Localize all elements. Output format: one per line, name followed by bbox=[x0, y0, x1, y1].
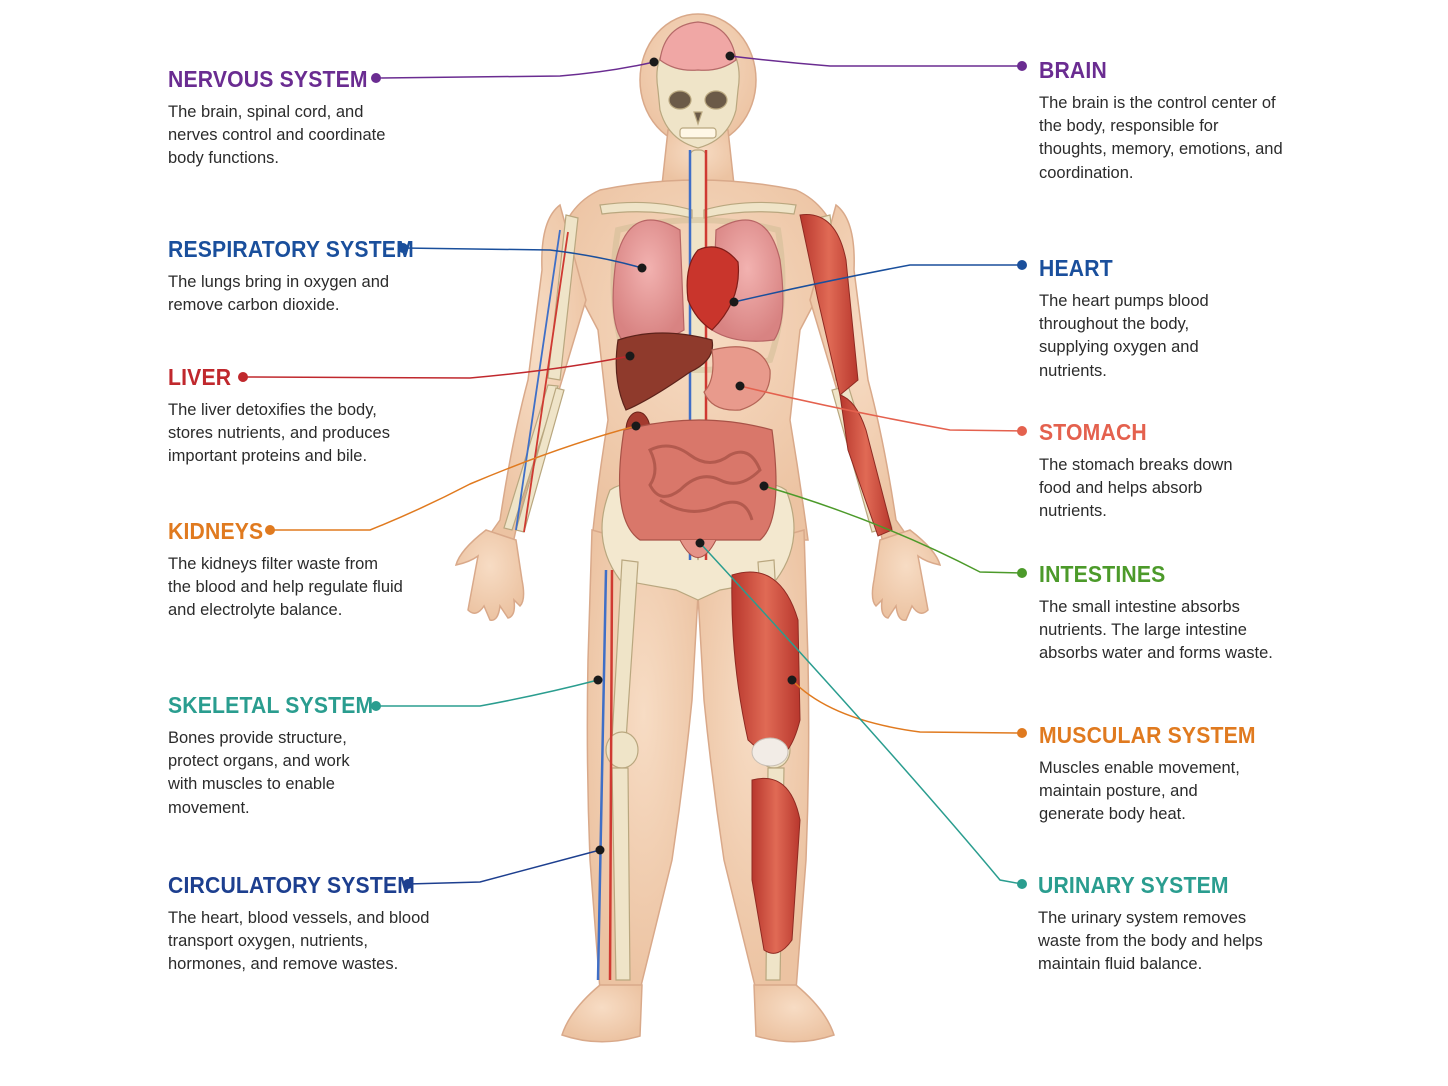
dot-heart-label bbox=[1017, 260, 1027, 270]
dot-skeletal-label bbox=[371, 701, 381, 711]
leader-respiratory bbox=[402, 247, 643, 269]
muscles bbox=[731, 214, 893, 954]
dot-skeletal-target bbox=[593, 675, 603, 685]
label-muscular-system: MUSCULAR SYSTEM Muscles enable movement,… bbox=[1039, 722, 1339, 827]
label-heart: HEART The heart pumps blood throughout t… bbox=[1039, 255, 1339, 383]
dot-brain-target bbox=[725, 51, 735, 61]
leader-intestines bbox=[763, 485, 1023, 574]
lungs bbox=[612, 219, 784, 342]
label-brain: BRAIN The brain is the control center of… bbox=[1039, 57, 1339, 185]
label-stomach: STOMACH The stomach breaks down food and… bbox=[1039, 419, 1339, 524]
stomach-organ bbox=[703, 346, 771, 411]
dot-circulatory-target bbox=[595, 845, 605, 855]
dot-stomach-label bbox=[1017, 426, 1027, 436]
label-description: The heart pumps blood throughout the bod… bbox=[1039, 292, 1209, 380]
leader-kidneys bbox=[270, 425, 637, 531]
label-description: Bones provide structure, protect organs,… bbox=[168, 729, 350, 817]
label-title: MUSCULAR SYSTEM bbox=[1039, 722, 1256, 748]
leader-stomach bbox=[739, 385, 1023, 432]
label-skeletal-system: SKELETAL SYSTEM Bones provide structure,… bbox=[168, 692, 468, 820]
dot-liver-label bbox=[238, 372, 248, 382]
dot-liver-target bbox=[625, 351, 635, 361]
dot-muscular-label bbox=[1017, 728, 1027, 738]
label-title: KIDNEYS bbox=[168, 518, 264, 544]
heart-organ bbox=[686, 246, 740, 331]
dot-intestines-label bbox=[1017, 568, 1027, 578]
dot-kidneys-target bbox=[631, 421, 641, 431]
leader-brain bbox=[729, 55, 1022, 67]
dot-respiratory-target bbox=[637, 263, 647, 273]
label-title: SKELETAL SYSTEM bbox=[168, 692, 374, 718]
leader-heart bbox=[733, 264, 1022, 303]
label-description: The brain, spinal cord, and nerves contr… bbox=[168, 103, 386, 168]
label-title: BRAIN bbox=[1039, 57, 1107, 83]
label-circulatory-system: CIRCULATORY SYSTEM The heart, blood vess… bbox=[168, 872, 468, 977]
leader-skeletal bbox=[376, 679, 599, 707]
label-urinary-system: URINARY SYSTEM The urinary system remove… bbox=[1038, 872, 1338, 977]
label-description: The brain is the control center of the b… bbox=[1039, 94, 1283, 182]
label-title: NERVOUS SYSTEM bbox=[168, 66, 368, 92]
dot-circulatory-label bbox=[403, 879, 413, 889]
dot-muscular-target bbox=[787, 675, 797, 685]
brain-organ bbox=[659, 21, 737, 71]
label-description: The lungs bring in oxygen and remove car… bbox=[168, 273, 390, 315]
dot-nervous-label bbox=[371, 73, 381, 83]
label-liver: LIVER The liver detoxifies the body, sto… bbox=[168, 364, 468, 469]
label-description: The small intestine absorbs nutrients. T… bbox=[1039, 598, 1273, 663]
dot-respiratory-label bbox=[398, 243, 408, 253]
leader-nervous bbox=[375, 61, 655, 79]
dot-nervous-target bbox=[649, 57, 659, 67]
leader-urinary bbox=[699, 542, 1023, 885]
dot-heart-target bbox=[729, 297, 739, 307]
label-title: URINARY SYSTEM bbox=[1038, 872, 1229, 898]
label-description: The stomach breaks down food and helps a… bbox=[1039, 456, 1233, 521]
label-title: STOMACH bbox=[1039, 419, 1147, 445]
label-title: RESPIRATORY SYSTEM bbox=[168, 236, 414, 262]
label-description: Muscles enable movement, maintain postur… bbox=[1039, 759, 1240, 824]
liver-organ bbox=[615, 332, 714, 411]
label-description: The urinary system removes waste from th… bbox=[1038, 909, 1263, 974]
label-title: INTESTINES bbox=[1039, 561, 1166, 587]
leader-muscular bbox=[791, 679, 1023, 734]
dot-kidneys-label bbox=[265, 525, 275, 535]
label-nervous-system: NERVOUS SYSTEM The brain, spinal cord, a… bbox=[168, 66, 468, 171]
leader-circulatory bbox=[407, 849, 601, 885]
label-title: CIRCULATORY SYSTEM bbox=[168, 872, 416, 898]
intestines-organ bbox=[618, 419, 777, 558]
dot-urinary-target bbox=[695, 538, 705, 548]
label-title: LIVER bbox=[168, 364, 232, 390]
dot-intestines-target bbox=[759, 481, 769, 491]
leader-liver bbox=[242, 355, 631, 379]
label-description: The liver detoxifies the body, stores nu… bbox=[168, 401, 390, 466]
label-description: The kidneys filter waste from the blood … bbox=[168, 555, 403, 620]
label-kidneys: KIDNEYS The kidneys filter waste from th… bbox=[168, 518, 468, 623]
label-title: HEART bbox=[1039, 255, 1113, 281]
dot-brain-label bbox=[1017, 61, 1027, 71]
label-intestines: INTESTINES The small intestine absorbs n… bbox=[1039, 561, 1339, 666]
dot-urinary-label bbox=[1017, 879, 1027, 889]
label-description: The heart, blood vessels, and blood tran… bbox=[168, 909, 430, 974]
dot-stomach-target bbox=[735, 381, 745, 391]
label-respiratory-system: RESPIRATORY SYSTEM The lungs bring in ox… bbox=[168, 236, 468, 317]
